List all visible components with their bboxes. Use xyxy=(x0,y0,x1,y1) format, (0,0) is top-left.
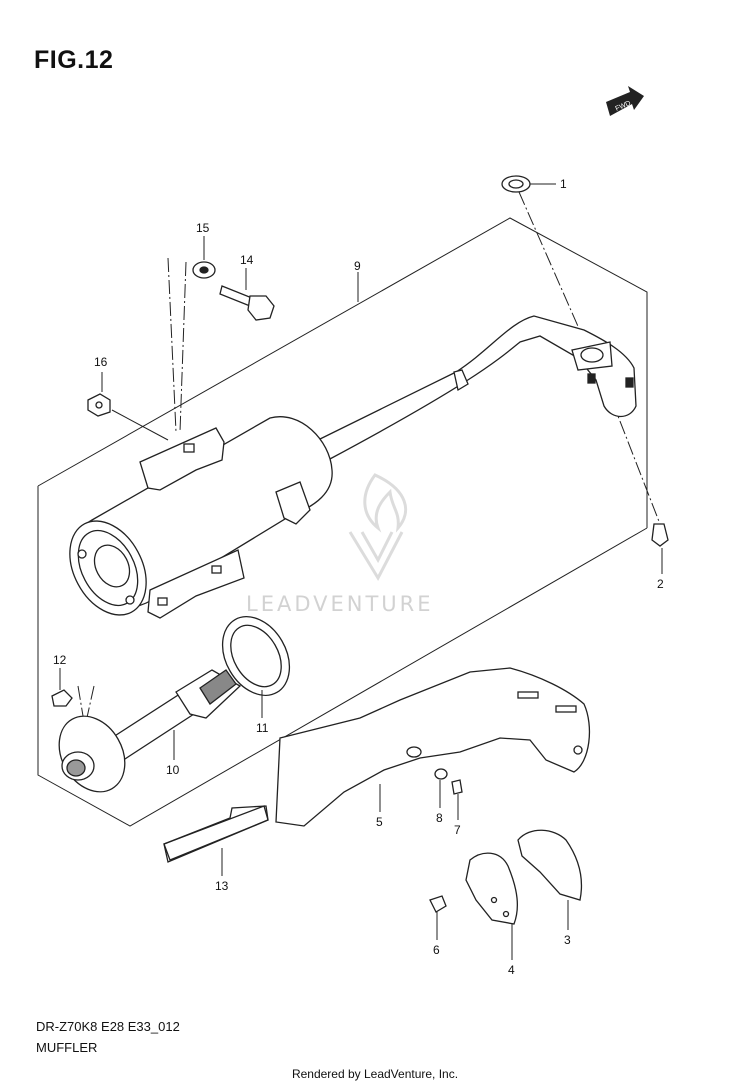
footer-credit: Rendered by LeadVenture, Inc. xyxy=(291,1067,459,1081)
callout-4: 4 xyxy=(508,963,515,977)
callout-9: 9 xyxy=(354,259,361,273)
callout-6: 6 xyxy=(433,943,440,957)
callout-2: 2 xyxy=(657,577,664,591)
callout-11: 11 xyxy=(256,721,269,735)
callout-1: 1 xyxy=(560,177,567,191)
callout-7: 7 xyxy=(454,823,461,837)
diagram-code: DR-Z70K8 E28 E33_012 xyxy=(36,1019,180,1034)
watermark-logo xyxy=(348,473,408,582)
callout-12: 12 xyxy=(53,653,67,667)
washer-part-8 xyxy=(434,768,448,780)
screw-part-12 xyxy=(51,689,73,707)
callout-15: 15 xyxy=(196,221,210,235)
bolt-part-6 xyxy=(429,895,447,913)
muffler-assembly xyxy=(69,315,637,619)
bolt-part-14 xyxy=(219,285,275,321)
cover-part-5 xyxy=(275,667,591,827)
callout-5: 5 xyxy=(376,815,383,829)
bolt-part-2 xyxy=(651,523,669,547)
callout-leaders xyxy=(59,183,663,960)
callout-3: 3 xyxy=(564,933,571,947)
watermark-text: LEADVENTURE xyxy=(246,592,434,616)
spark-arrester-part-10 xyxy=(58,669,242,793)
plate-part-13 xyxy=(163,805,269,863)
diagram-name: MUFFLER xyxy=(36,1040,98,1055)
gasket-part-1 xyxy=(501,175,531,193)
heat-guard-part-3 xyxy=(517,829,583,901)
nut-part-16 xyxy=(87,393,111,417)
gasket-part-11 xyxy=(221,616,291,696)
fwd-arrow-icon: FWD xyxy=(606,86,644,116)
callout-16: 16 xyxy=(94,355,108,369)
callout-8: 8 xyxy=(436,811,443,825)
callout-10: 10 xyxy=(166,763,180,777)
washer-part-15 xyxy=(192,261,216,279)
callout-13: 13 xyxy=(215,879,229,893)
heat-guard-part-4 xyxy=(465,852,519,925)
bolt-part-7 xyxy=(451,779,463,795)
callout-14: 14 xyxy=(240,253,254,267)
assembly-outline xyxy=(37,217,648,827)
figure-title: FIG.12 xyxy=(34,46,114,74)
callout-numbers: 1 2 3 4 5 6 7 8 9 10 11 12 13 14 15 16 xyxy=(53,177,664,977)
